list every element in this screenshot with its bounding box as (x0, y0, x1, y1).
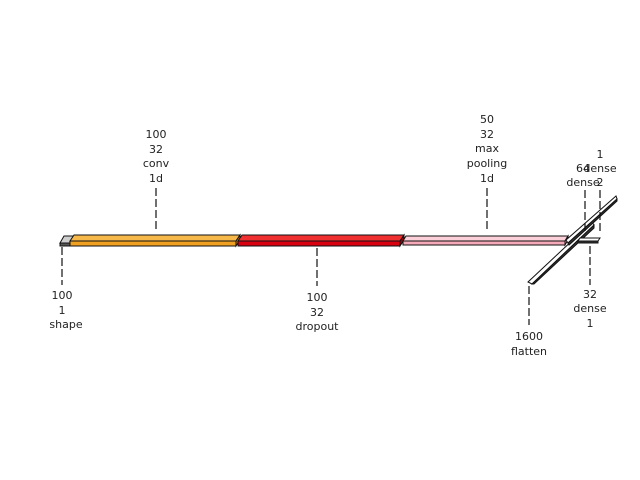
label-maxpool-line-4: pooling (467, 157, 508, 170)
label-input-line-3: shape (49, 318, 82, 331)
label-maxpool-line-5: 1d (480, 172, 494, 185)
label-maxpool-line-3: max (475, 142, 499, 155)
label-conv1d-line-1: 100 (146, 128, 167, 141)
label-dense1-line-1: 1 (597, 148, 604, 161)
label-conv1d: 100 32 conv 1d (143, 128, 170, 185)
label-conv1d-line-3: conv (143, 157, 170, 170)
label-dropout-line-2: 32 (310, 306, 324, 319)
label-dense32-line-3: 1 (587, 317, 594, 330)
label-dropout: 100 32 dropout (296, 291, 340, 333)
label-dense64: 64 dense (566, 162, 599, 189)
label-flatten: 1600 flatten (511, 330, 547, 358)
label-dense1-line-2: dense (583, 162, 616, 175)
label-dense1-line-3: 2 (597, 176, 604, 189)
layer-conv1d-block (69, 233, 241, 248)
label-input-line-1: 100 (52, 289, 73, 302)
label-dense32-line-2: dense (573, 302, 606, 315)
label-conv1d-line-2: 32 (149, 143, 163, 156)
label-flatten-line-1: 1600 (515, 330, 543, 343)
layer-dense32-block (577, 237, 601, 244)
label-dense32: 32 dense 1 (573, 288, 606, 330)
layer-dense64-block (565, 195, 618, 246)
label-dense32-line-1: 32 (583, 288, 597, 301)
label-input-line-2: 1 (59, 304, 66, 317)
label-flatten-line-2: flatten (511, 345, 547, 358)
layer-dropout-block (237, 233, 405, 248)
label-maxpool-line-2: 32 (480, 128, 494, 141)
label-input: 100 1 shape (49, 289, 82, 331)
label-dense1: 1 dense 2 (583, 148, 616, 189)
label-dense64-line-1: 64 (576, 162, 590, 175)
label-dropout-line-3: dropout (296, 320, 340, 333)
label-conv1d-line-4: 1d (149, 172, 163, 185)
layer-maxpool-block (402, 234, 569, 247)
label-dense64-line-2: dense (566, 176, 599, 189)
label-dropout-line-1: 100 (307, 291, 328, 304)
label-maxpool-line-1: 50 (480, 113, 494, 126)
label-maxpool: 50 32 max pooling 1d (467, 113, 508, 185)
